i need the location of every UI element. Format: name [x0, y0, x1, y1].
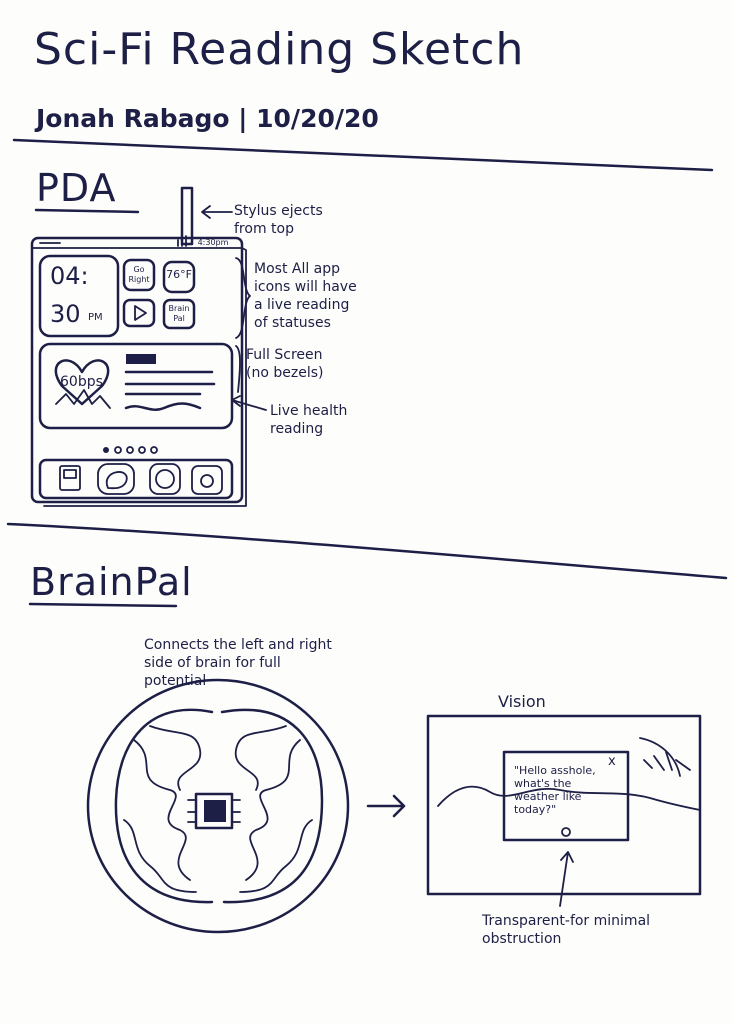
- health-widget: [38, 342, 234, 430]
- popup-button-icon: [561, 827, 571, 837]
- left-gyri-3: [123, 819, 197, 893]
- health-note: Live health reading: [270, 403, 348, 437]
- page-dot-1: [103, 447, 109, 453]
- health-arrow: [231, 395, 267, 411]
- author-date: Jonah Rabago | 10/20/20: [36, 104, 379, 133]
- dock: [38, 458, 234, 500]
- heart-icon: [54, 359, 110, 406]
- left-hemisphere: [114, 708, 214, 904]
- connects-note: Connects the left and right side of brai…: [144, 637, 332, 689]
- tile-weather: [162, 260, 196, 294]
- popup-text: "Hello asshole, what's the weather like …: [514, 764, 596, 816]
- pda-depth: [43, 247, 247, 507]
- health-bar-1: [126, 354, 156, 364]
- brainpal-heading: BrainPal: [30, 560, 193, 604]
- stylus: [180, 186, 194, 246]
- stylus-arrow: [201, 205, 233, 219]
- chat-bubble-icon: [105, 471, 128, 490]
- transparent-arrow: [559, 851, 574, 907]
- tile-go-right: [122, 258, 156, 292]
- tile-play: [122, 298, 156, 328]
- right-gyri-1: [245, 739, 301, 881]
- page-dot-2: [114, 446, 122, 454]
- health-squiggle: [124, 402, 202, 411]
- stylus-note: Stylus ejects from top: [234, 203, 323, 237]
- camera-icon: [200, 474, 214, 488]
- section-divider: [6, 522, 728, 580]
- brain-to-vision-arrow: [366, 794, 406, 818]
- right-gyri-2: [235, 725, 287, 791]
- vision-popup: [502, 750, 630, 842]
- brain-outline: [86, 678, 350, 934]
- popup-close-icon: x: [608, 754, 616, 769]
- page-dot-5: [150, 446, 158, 454]
- pda-device: [30, 236, 244, 504]
- left-gyri-2: [149, 725, 201, 791]
- horizon-line: [437, 785, 701, 811]
- tile-go-right-label: Go Right: [128, 265, 150, 284]
- brainpal-chip: [194, 792, 234, 830]
- right-hemisphere: [220, 708, 324, 904]
- chip-core: [204, 800, 226, 822]
- clock-widget: [38, 254, 120, 338]
- brainpal-underline: [28, 602, 178, 608]
- tile-brain-pal: [162, 298, 196, 330]
- play-icon: [134, 305, 147, 321]
- vision-label: Vision: [498, 692, 546, 711]
- signal-icon: [177, 235, 187, 247]
- tile-weather-label: 76°F: [166, 268, 192, 281]
- icons-brace: [235, 257, 251, 339]
- clock-minute: 30: [50, 300, 81, 328]
- compass-tile: [149, 463, 181, 495]
- right-gyri-3: [239, 819, 313, 893]
- messages-tile: [97, 463, 135, 495]
- page-dot-3: [126, 446, 134, 454]
- sun: [639, 737, 681, 777]
- pulse-wave: [55, 389, 111, 409]
- page-title: Sci-Fi Reading Sketch: [34, 24, 525, 75]
- tile-brain-pal-label: Brain Pal: [168, 304, 190, 323]
- clock-hour: 04:: [50, 262, 89, 290]
- chip-pins: [187, 799, 241, 823]
- pda-status-time: 4:30pm: [197, 238, 229, 247]
- transparent-note: Transparent-for minimal obstruction: [482, 913, 651, 947]
- health-bpm: 60bps: [60, 374, 103, 390]
- phone-icon: [59, 465, 81, 491]
- compass-icon: [155, 469, 175, 489]
- fullscreen-brace: [235, 345, 241, 393]
- sun-rays: [643, 751, 691, 771]
- phone-icon-screen: [63, 469, 77, 479]
- left-gyri-1: [133, 739, 191, 881]
- page-dot-4: [138, 446, 146, 454]
- vision-frame: [426, 714, 702, 896]
- pda-underline: [34, 208, 140, 214]
- camera-tile: [191, 465, 223, 495]
- header-divider: [12, 138, 714, 172]
- clock-suffix: PM: [88, 312, 103, 323]
- icons-note: Most All app icons will have a live read…: [254, 261, 357, 331]
- fullscreen-note: Full Screen (no bezels): [246, 347, 324, 381]
- pda-heading: PDA: [36, 166, 117, 210]
